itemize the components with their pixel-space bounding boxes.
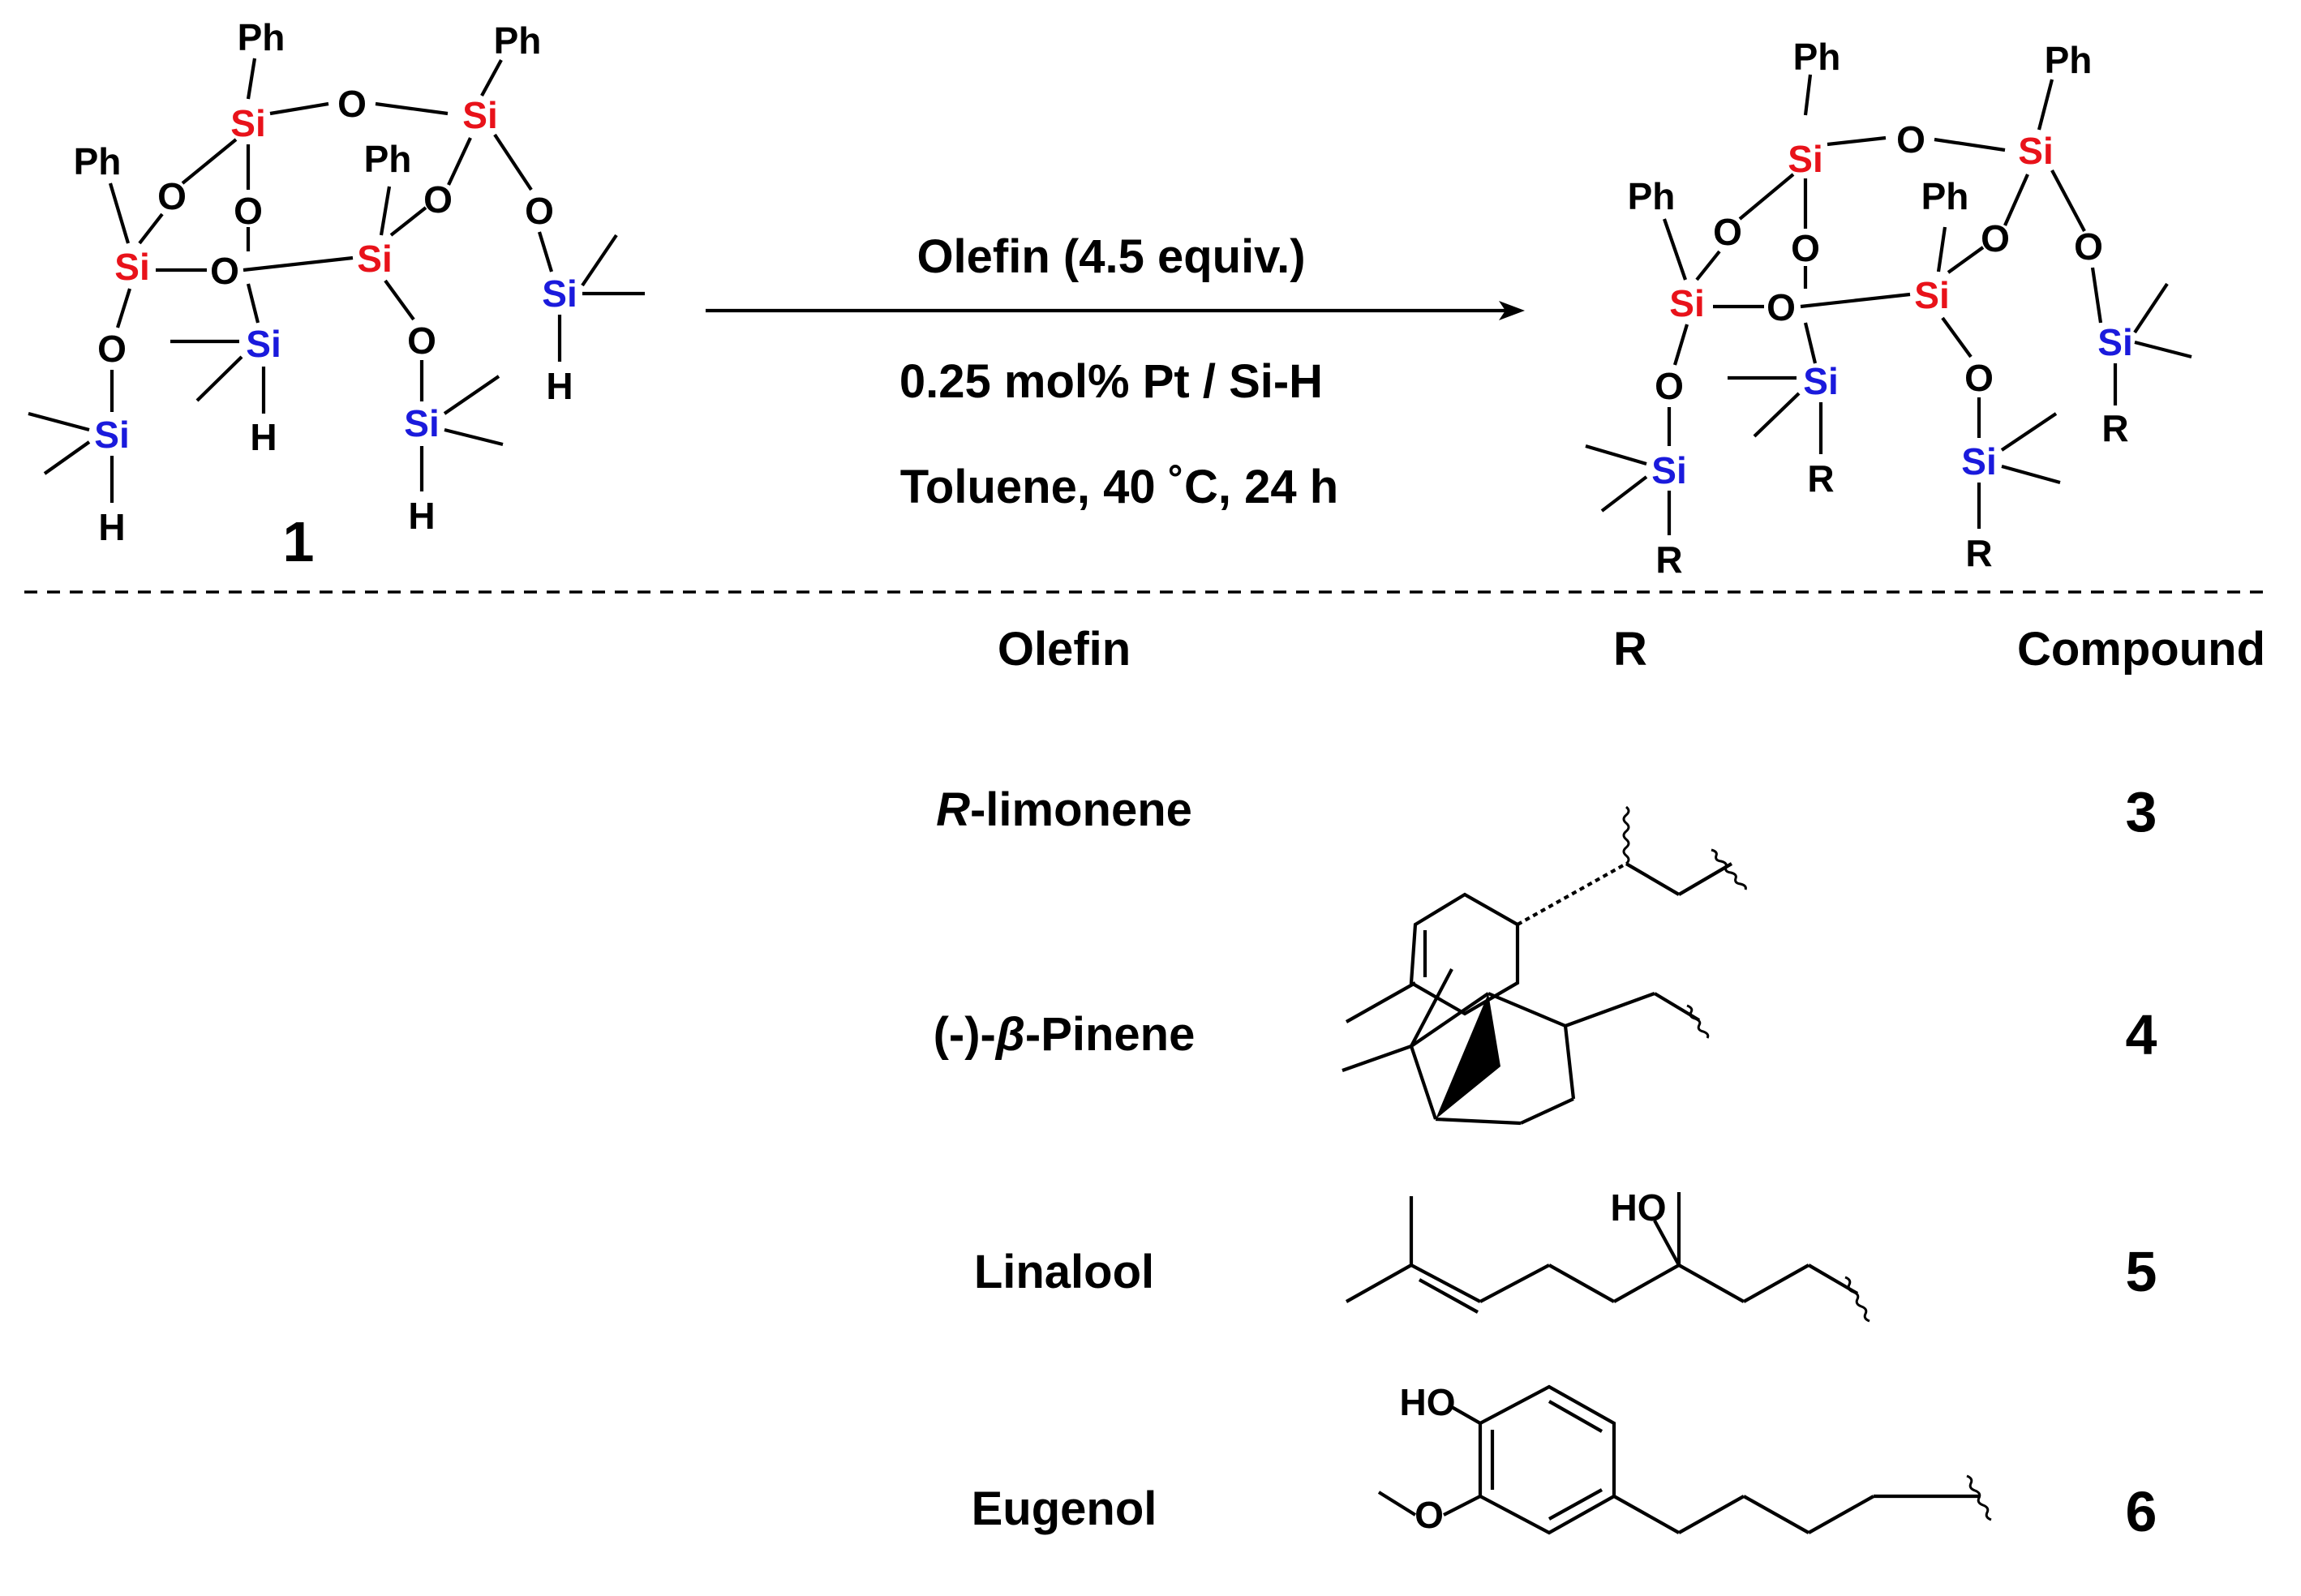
atom-ph: Ph bbox=[364, 138, 412, 180]
atom-r: R bbox=[1965, 532, 1992, 574]
atom-o: O bbox=[97, 328, 127, 370]
atom-ph: Ph bbox=[74, 140, 122, 182]
r-structure-linalool: HO bbox=[1345, 1186, 1870, 1323]
atom-h: H bbox=[546, 365, 573, 407]
reagent-line-2: 0.25 mol% Pt / Si-H bbox=[899, 355, 1323, 408]
product-bonds bbox=[1585, 74, 2192, 535]
atom-ho: HO bbox=[1611, 1186, 1667, 1229]
reagent-line-3: Toluene, 40 ˚C, 24 h bbox=[900, 461, 1338, 513]
compound-number: 4 bbox=[2126, 1003, 2157, 1066]
atom-r: R bbox=[1655, 538, 1682, 581]
header-r: R bbox=[1613, 623, 1647, 676]
atom-o: O bbox=[407, 320, 436, 362]
atom-ph: Ph bbox=[238, 16, 285, 58]
atom-si-pendant: Si bbox=[246, 323, 281, 365]
olefin-name: Eugenol bbox=[972, 1482, 1157, 1535]
product-molecule: Ph Si O Ph Si Ph O O Ph O O Si O Si O O … bbox=[1585, 36, 2192, 581]
atom-o: O bbox=[1415, 1494, 1444, 1536]
atom-h: H bbox=[98, 506, 125, 548]
atom-si-core: Si bbox=[230, 102, 265, 144]
atom-si-pendant: Si bbox=[1651, 449, 1686, 491]
olefin-name: R-limonene bbox=[936, 783, 1192, 836]
atom-si-core: Si bbox=[1788, 138, 1822, 180]
atom-o: O bbox=[234, 190, 263, 232]
table-row: (-)-β-Pinene 4 bbox=[934, 968, 2157, 1126]
reaction-arrow-group: Olefin (4.5 equiv.) 0.25 mol% Pt / Si-H … bbox=[706, 230, 1525, 513]
atom-si-core: Si bbox=[1669, 282, 1704, 324]
atom-o: O bbox=[1964, 357, 1994, 399]
atom-o: O bbox=[210, 250, 239, 292]
atom-si-pendant: Si bbox=[1961, 440, 1996, 483]
atom-si-core: Si bbox=[114, 246, 149, 288]
atom-o: O bbox=[1767, 286, 1796, 328]
olefin-name: (-)-β-Pinene bbox=[934, 1008, 1196, 1061]
atom-o: O bbox=[1791, 227, 1820, 269]
reagent-line-1: Olefin (4.5 equiv.) bbox=[917, 230, 1305, 283]
atom-o: O bbox=[2074, 225, 2103, 268]
r-structure-eugenol: HO O bbox=[1377, 1381, 1992, 1536]
atom-ph: Ph bbox=[2045, 39, 2093, 81]
table-row: Linalool HO 5 bbox=[974, 1186, 2157, 1323]
atom-r: R bbox=[1807, 457, 1834, 500]
atom-o: O bbox=[423, 178, 453, 221]
atom-o: O bbox=[337, 83, 367, 125]
arrow-head bbox=[1499, 301, 1525, 320]
atom-ph: Ph bbox=[494, 19, 542, 62]
atom-ph: Ph bbox=[1793, 36, 1841, 78]
olefin-name: Linalool bbox=[974, 1246, 1154, 1298]
atom-o: O bbox=[1981, 217, 2010, 260]
atom-ph: Ph bbox=[1921, 175, 1969, 217]
atom-o: O bbox=[157, 175, 187, 217]
atom-o: O bbox=[1713, 211, 1742, 253]
atom-o: O bbox=[1896, 118, 1925, 161]
reactant-molecule-1: Ph Si O Ph Si Ph O O Ph O O Si O Si O O … bbox=[28, 16, 645, 573]
compound-number-1: 1 bbox=[283, 510, 315, 573]
atom-ph: Ph bbox=[1628, 175, 1676, 217]
atom-si-pendant: Si bbox=[404, 402, 439, 444]
reactant-bonds bbox=[28, 58, 645, 503]
r-structure-pinene bbox=[1342, 968, 1710, 1126]
header-olefin: Olefin bbox=[998, 623, 1131, 676]
atom-o: O bbox=[525, 190, 554, 232]
header-compound: Compound bbox=[2017, 623, 2265, 676]
atom-r: R bbox=[2101, 407, 2128, 449]
atom-h: H bbox=[250, 416, 277, 458]
atom-si-core: Si bbox=[2018, 130, 2053, 172]
atom-si-core: Si bbox=[462, 94, 497, 136]
compound-number: 5 bbox=[2126, 1240, 2157, 1303]
atom-o: O bbox=[1655, 365, 1684, 407]
atom-si-core: Si bbox=[1914, 274, 1949, 316]
atom-si-pendant: Si bbox=[2097, 321, 2132, 363]
compound-number: 3 bbox=[2126, 780, 2157, 843]
atom-ho: HO bbox=[1400, 1381, 1456, 1423]
atom-si-core: Si bbox=[357, 238, 392, 280]
table-row: Eugenol HO O 6 bbox=[972, 1381, 2157, 1543]
atom-si-pendant: Si bbox=[1803, 360, 1838, 402]
atom-h: H bbox=[408, 495, 435, 537]
wedge-bond bbox=[1436, 993, 1500, 1119]
table-row: R-limonene 3 bbox=[936, 780, 2157, 1023]
atom-si-pendant: Si bbox=[542, 272, 577, 315]
atom-si-pendant: Si bbox=[94, 414, 129, 456]
r-structure-limonene bbox=[1345, 805, 1747, 1023]
compound-number: 6 bbox=[2126, 1480, 2157, 1543]
